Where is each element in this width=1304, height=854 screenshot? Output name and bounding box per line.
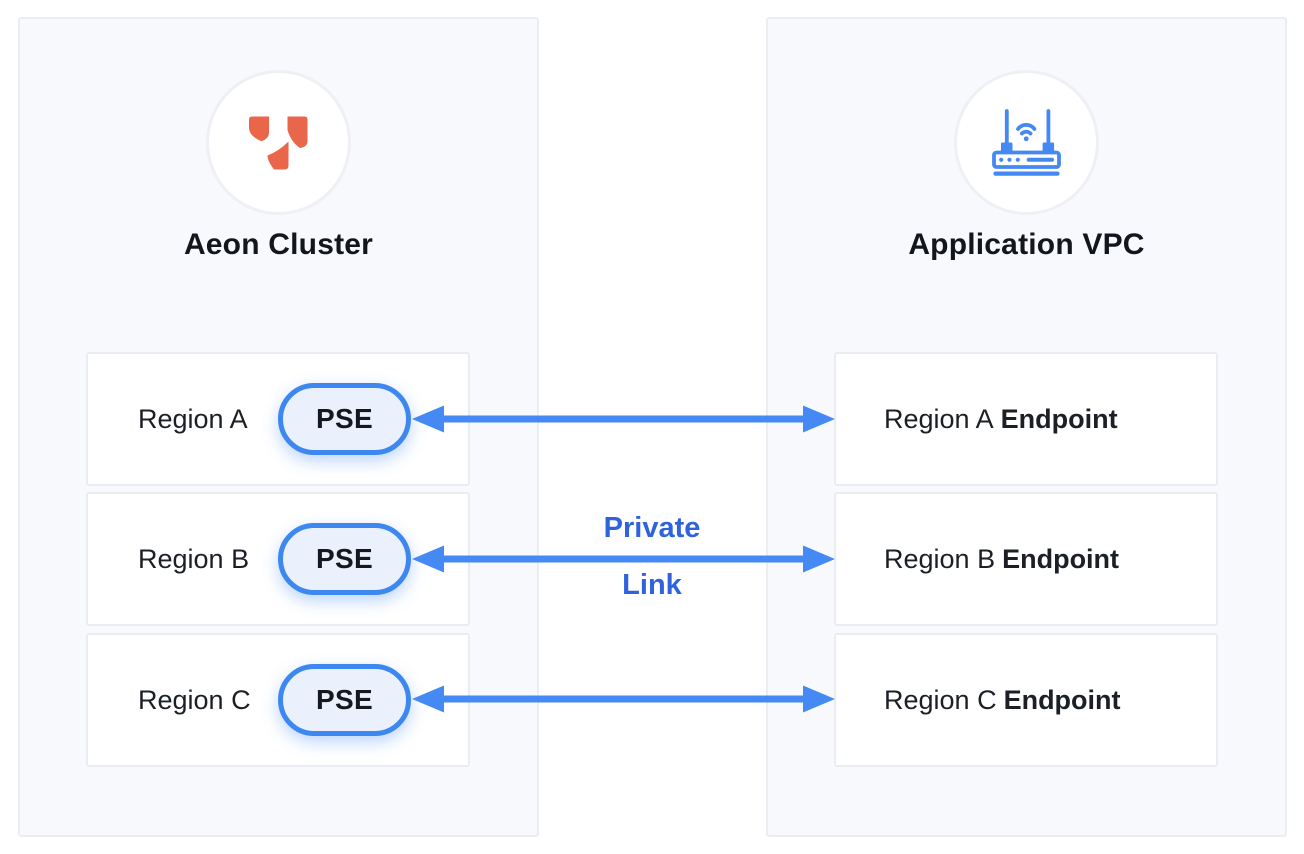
aeon-logo-icon <box>249 116 308 169</box>
private-link-label-line1: Private <box>603 512 701 544</box>
pse-badge: PSE <box>278 664 411 736</box>
endpoint-region: Region A <box>884 403 994 434</box>
region-label: Region A <box>138 403 248 434</box>
left-panel-title: Aeon Cluster <box>183 228 374 261</box>
router-icon <box>992 109 1061 176</box>
endpoint-type: Endpoint <box>1002 543 1120 574</box>
region-label: Region B <box>138 543 250 574</box>
region-row-b-pse: Region B PSE <box>86 492 470 626</box>
endpoint-region: Region B <box>884 543 996 574</box>
endpoint-type: Endpoint <box>1000 403 1118 434</box>
pse-badge: PSE <box>278 383 411 455</box>
aeon-cluster-panel: Aeon Cluster Region A PSE Region B PSE R… <box>18 17 539 837</box>
private-link-label: Private Link <box>604 500 701 614</box>
router-icon-circle <box>954 70 1099 215</box>
endpoint-region: Region C <box>884 684 997 715</box>
region-row-c-pse: Region C PSE <box>86 633 470 767</box>
endpoint-type: Endpoint <box>1003 684 1121 715</box>
region-label: Region C <box>138 684 251 715</box>
aeon-logo-circle <box>206 70 351 215</box>
pse-badge: PSE <box>278 523 411 595</box>
region-row-a-pse: Region A PSE <box>86 352 470 486</box>
private-link-label-line2: Link <box>622 569 682 601</box>
right-panel-title: Application VPC <box>908 228 1145 261</box>
